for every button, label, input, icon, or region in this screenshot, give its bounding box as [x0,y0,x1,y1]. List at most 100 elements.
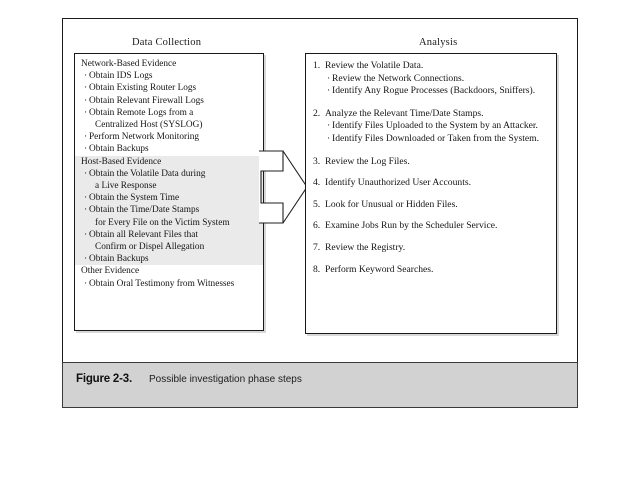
figure-outer-frame: Data Collection Analysis Network-Based E… [62,18,578,390]
evidence-item: ·Obtain Remote Logs from a [75,107,263,119]
bullet-dash-icon: · [84,168,88,179]
analysis-step: 3. Review the Log Files. [306,156,556,169]
figure-caption-text: Possible investigation phase steps [149,374,302,385]
evidence-item-label: Obtain Backups [89,254,149,265]
evidence-item: ·Obtain Existing Router Logs [75,82,263,94]
analysis-step-number: 1. [313,60,321,71]
figure-caption-bar: Figure 2-3. Possible investigation phase… [62,362,578,408]
analysis-substep-label: Identify Any Rogue Processes (Backdoors,… [332,85,536,97]
evidence-item: ·Obtain IDS Logs [75,70,263,82]
figure-number-label: Figure 2-3. [76,373,132,385]
panel-data-collection: Network-Based Evidence·Obtain IDS Logs·O… [74,53,264,331]
bullet-dash-icon: · [84,229,88,240]
evidence-item: ·Obtain Oral Testimony from Witnesses [75,278,263,290]
analysis-step-label: Review the Volatile Data. [325,60,424,71]
step-spacer [306,233,556,242]
analysis-step-number: 4. [313,177,321,189]
evidence-item-label: Obtain Relevant Firewall Logs [89,95,204,106]
bullet-dash-icon: · [84,278,88,289]
evidence-item: Centralized Host (SYSLOG) [75,119,263,131]
evidence-group: Network-Based Evidence·Obtain IDS Logs·O… [75,58,263,156]
evidence-item-label: Obtain the Time/Date Stamps [89,205,200,216]
bullet-dash-icon: · [84,71,88,82]
panel-analysis: 1.Review the Volatile Data.·Review the N… [305,53,557,334]
evidence-item-label: Obtain the System Time [89,193,180,204]
step-spacer [306,190,556,199]
evidence-group: Host-Based Evidence·Obtain the Volatile … [75,155,263,266]
evidence-item-label: Perform Network Monitoring [89,132,199,143]
evidence-item-label: Obtain Remote Logs from a [89,107,194,118]
bullet-dash-icon: · [84,107,88,118]
evidence-item-label: a Live Response [95,181,157,192]
evidence-item-label: Obtain the Volatile Data during [89,168,206,179]
data-collection-list: Network-Based Evidence·Obtain IDS Logs·O… [75,54,263,330]
analysis-step-label: Identify Unauthorized User Accounts. [325,177,471,189]
evidence-group-heading: Other Evidence [81,266,140,277]
bullet-dash-icon: · [84,83,88,94]
evidence-group: Other Evidence·Obtain Oral Testimony fro… [75,265,263,289]
evidence-item: ·Obtain the Time/Date Stamps [75,204,263,216]
evidence-item-label: Centralized Host (SYSLOG) [95,120,203,131]
evidence-item: ·Obtain the Volatile Data during [75,168,263,180]
evidence-group-heading: Network-Based Evidence [81,59,177,69]
analysis-step: 7. Review the Registry. [306,242,556,255]
evidence-item: ·Obtain the System Time [75,192,263,204]
bullet-dash-icon: · [327,132,331,144]
column-title-data-collection: Data Collection [132,37,202,48]
analysis-step-label: Examine Jobs Run by the Scheduler Servic… [325,220,498,232]
evidence-item-label: Obtain Oral Testimony from Witnesses [89,278,235,289]
evidence-item-label: Obtain Existing Router Logs [89,83,197,94]
analysis-substep-label: Identify Files Uploaded to the System by… [332,120,538,132]
column-title-analysis: Analysis [419,37,458,48]
bullet-dash-icon: · [84,144,88,155]
evidence-item: for Every File on the Victim System [75,217,263,229]
evidence-item-label: Confirm or Dispel Allegation [95,242,205,253]
step-spacer [306,211,556,220]
evidence-item-label: for Every File on the Victim System [95,217,230,228]
analysis-substep: ·Identify Files Uploaded to the System b… [306,120,556,133]
evidence-item: ·Obtain Relevant Firewall Logs [75,95,263,107]
analysis-step: 1. Review the Volatile Data. [306,60,556,73]
bullet-dash-icon: · [327,72,331,84]
evidence-item: ·Obtain Backups [75,253,263,265]
step-spacer [306,146,556,156]
analysis-step-number: 2. [313,107,321,119]
flow-arrow-icon [257,149,309,225]
analysis-step: 6. Examine Jobs Run by the Scheduler Serv… [306,220,556,233]
analysis-step-number: 7. [313,241,321,253]
bullet-dash-icon: · [84,95,88,106]
analysis-step-number: 5. [313,198,321,210]
analysis-step-label: Perform Keyword Searches. [325,263,434,275]
analysis-substep: ·Identify Any Rogue Processes (Backdoors… [306,85,556,98]
bullet-dash-icon: · [327,85,331,97]
bullet-dash-icon: · [327,120,331,132]
bullet-dash-icon: · [84,193,88,204]
analysis-step-label: Review the Log Files. [325,155,410,167]
analysis-step: 5.Look for Unusual or Hidden Files. [306,199,556,212]
evidence-item: Confirm or Dispel Allegation [75,241,263,253]
analysis-substep-label: Review the Network Connections. [332,72,465,84]
analysis-step-number: 6. [313,220,321,232]
step-spacer [306,255,556,264]
step-spacer [306,168,556,177]
analysis-step: 8. Perform Keyword Searches. [306,264,556,277]
evidence-item: ·Obtain all Relevant Files that [75,229,263,241]
analysis-step-number: 8. [313,263,321,275]
analysis-substep: ·Identify Files Downloaded or Taken from… [306,133,556,146]
analysis-substep: ·Review the Network Connections. [306,73,556,86]
analysis-step-label: Review the Registry. [325,241,406,253]
analysis-substep-label: Identify Files Downloaded or Taken from … [332,132,539,144]
bullet-dash-icon: · [84,254,88,265]
step-spacer [306,98,556,108]
evidence-item-label: Obtain Backups [89,144,149,155]
analysis-step: 2.Analyze the Relevant Time/Date Stamps. [306,108,556,121]
evidence-item: ·Perform Network Monitoring [75,131,263,143]
evidence-item: ·Obtain Backups [75,143,263,155]
analysis-steps-list: 1.Review the Volatile Data.·Review the N… [306,54,556,333]
evidence-item-label: Obtain IDS Logs [89,71,153,82]
evidence-group-heading: Host-Based Evidence [81,156,162,167]
analysis-step-number: 3. [313,155,321,167]
analysis-step: 4. Identify Unauthorized User Accounts. [306,177,556,190]
bullet-dash-icon: · [84,205,88,216]
bullet-dash-icon: · [84,132,88,143]
